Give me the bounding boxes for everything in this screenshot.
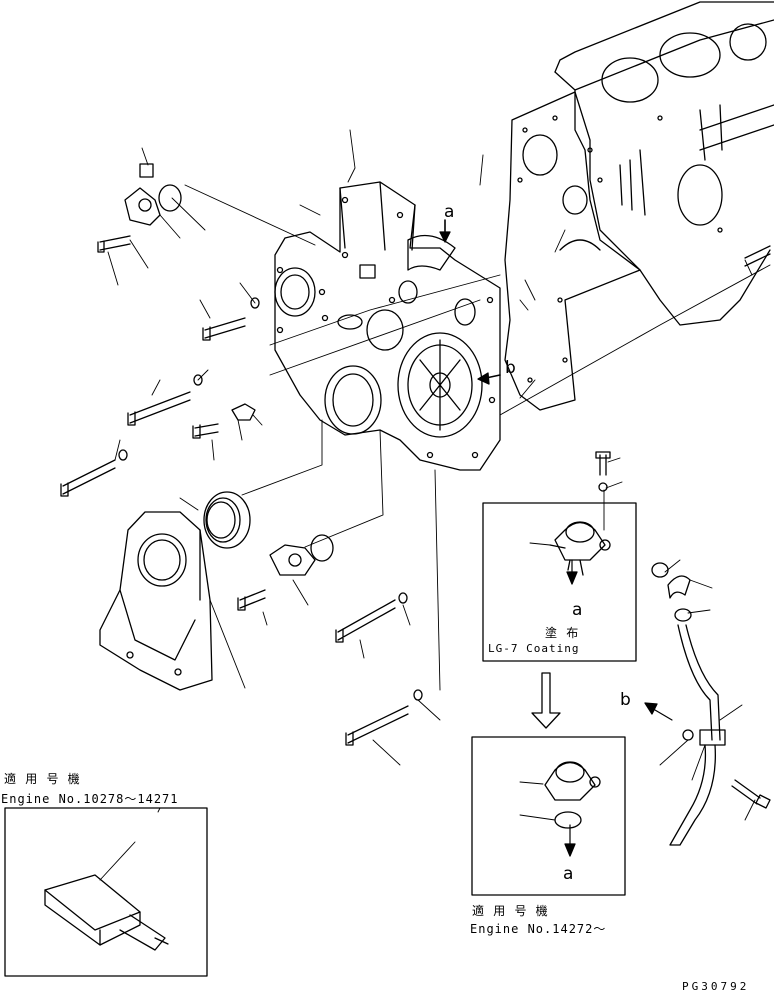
detail-box-1: [482, 502, 637, 662]
callout-a-detail2: a: [563, 864, 574, 884]
serial-new-range: Engine No.14272～: [470, 922, 607, 936]
cylinder-block: [554, 1, 774, 326]
callout-a-detail1: a: [572, 600, 583, 620]
callout-b-main: b: [505, 358, 516, 378]
serial-old-label-jp: 適 用 号 機: [4, 772, 81, 786]
serial-box-old: [4, 807, 208, 977]
serial-new-label-jp: 適 用 号 機: [472, 904, 549, 918]
leader-lines: [99, 129, 771, 881]
front-support: [99, 511, 213, 691]
gasket: [504, 91, 641, 411]
coating-label-en: LG-7 Coating: [488, 642, 580, 655]
hose-assembly: [651, 562, 726, 846]
small-cover: [269, 534, 334, 576]
callout-b-hose: b: [620, 690, 631, 710]
callout-arrows: [439, 219, 673, 857]
detail-box-2: [471, 736, 626, 896]
front-cover: [274, 181, 501, 471]
small-flange: [124, 163, 182, 226]
callout-a-main: a: [444, 202, 455, 222]
serial-old-range: Engine No.10278～14271: [1, 792, 179, 806]
oil-seal: [203, 491, 251, 549]
coating-label-jp: 塗 布: [545, 626, 580, 640]
bolts: [60, 235, 771, 809]
drawing-code: PG30792: [682, 980, 750, 993]
flow-arrow-down: [531, 672, 561, 729]
